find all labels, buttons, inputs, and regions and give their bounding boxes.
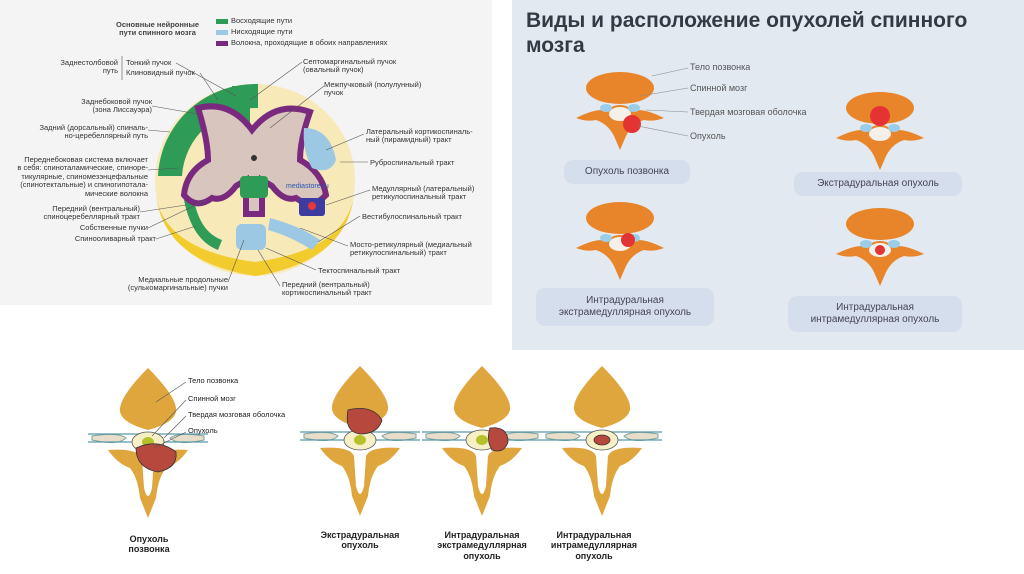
pill-intradural-intramedullary: Интрадуральная интрамедуллярная опухоль	[788, 296, 962, 332]
leader-lines	[121, 56, 371, 287]
caption-intradural-intramedullary: Интрадуральная интрамедуллярная опухоль	[550, 530, 638, 561]
label-ventral-spinocerebellar: Передний (вентральный) спиноцеребеллярны…	[43, 204, 140, 222]
label-tumor: Опухоль	[690, 131, 726, 141]
label-cuneate-fasciculus: Клиновидный пучок	[126, 68, 195, 77]
label-dura-mater: Твердая мозговая оболочка	[690, 107, 807, 117]
watermark: mediastore.ru	[286, 183, 329, 190]
label-medullary-reticulospinal: Медуллярный (латеральный) ретикулоспинал…	[372, 184, 475, 202]
spinal-pathways-panel: Основные нейронные пути спинного мозга В…	[0, 0, 492, 305]
pill-extradural-tumor: Экстрадуральная опухоль	[794, 172, 962, 196]
label-lissauer-zone: Заднебоковой пучок (зона Лиссауэра)	[81, 97, 152, 115]
spinal-cord-section	[155, 83, 355, 276]
legend-descending: Нисходящие пути	[231, 27, 293, 36]
label-tectospinal: Тектоспинальный тракт	[318, 266, 401, 275]
label-septomarginal: Септомаргинальный пучок (овальный пучок)	[303, 57, 397, 75]
label-vertebral-body-2: Тело позвонка	[188, 376, 239, 385]
pill-vertebral-tumor: Опухоль позвонка	[564, 160, 690, 184]
label-vestibulospinal: Вестибулоспинальный тракт	[362, 212, 462, 221]
tumor-vertebra-diagrams	[87, 365, 663, 519]
label-vertebral-body: Тело позвонка	[690, 62, 751, 72]
label-posterior-column-path: Заднестолбовой путь	[60, 58, 118, 76]
tumor-types-title: Виды и расположение опухолей спинного мо…	[526, 9, 968, 58]
tumor-vertebra-icons	[575, 67, 925, 287]
legend-swatch-ascending	[216, 19, 228, 24]
tumor-types-panel: Виды и расположение опухолей спинного мо…	[512, 0, 1024, 350]
label-gracile-fasciculus: Тонкий пучок	[126, 58, 172, 67]
label-rubrospinal: Руброспинальный тракт	[370, 158, 455, 167]
label-spinal-cord-2: Спинной мозг	[188, 394, 236, 403]
caption-vertebral-tumor: Опухоль позвонка	[128, 534, 170, 555]
caption-extradural: Экстрадуральная опухоль	[320, 530, 400, 551]
label-dura-mater-2: Твердая мозговая оболочка	[188, 410, 286, 419]
label-anterolateral-system: Переднебоковая система включает в себя: …	[17, 155, 148, 198]
label-tumor-2: Опухоль	[188, 426, 218, 435]
label-dorsal-spinocerebellar: Задний (дорсальный) спиналь- но-церебелл…	[39, 123, 148, 141]
legend-both: Волокна, проходящие в обоих направлениях	[231, 38, 388, 47]
label-ventral-corticospinal: Передний (вентральный) кортикоспинальный…	[282, 280, 372, 298]
pill-intradural-extramedullary: Интрадуральная экстрамедуллярная опухоль	[536, 288, 714, 326]
pathways-title: Основные нейронные пути спинного мозга	[116, 20, 200, 38]
legend-ascending: Восходящие пути	[231, 16, 293, 25]
legend-swatch-both	[216, 41, 228, 46]
tumor-diagram-panel: Тело позвонка Спинной мозг Твердая мозго…	[62, 362, 663, 574]
label-spino-olivary: Спинооливарный тракт	[74, 234, 156, 243]
label-proper-fasciculi: Собственные пучки	[79, 223, 148, 232]
label-interfascicular: Межпучковый (полулунный) пучок	[324, 80, 422, 98]
label-medial-longitudinal: Медиальные продольные (сулькомаргинальны…	[127, 275, 228, 293]
legend-swatch-descending	[216, 30, 228, 35]
label-pontine-reticulospinal: Мосто-ретикулярный (медиальный ретикулос…	[350, 240, 472, 258]
caption-intradural-extramedullary: Интрадуральная экстрамедуллярная опухоль	[437, 530, 527, 561]
label-spinal-cord: Спинной мозг	[690, 83, 748, 93]
label-lateral-corticospinal: Латеральный кортикоспиналь- ный (пирамид…	[366, 127, 473, 145]
